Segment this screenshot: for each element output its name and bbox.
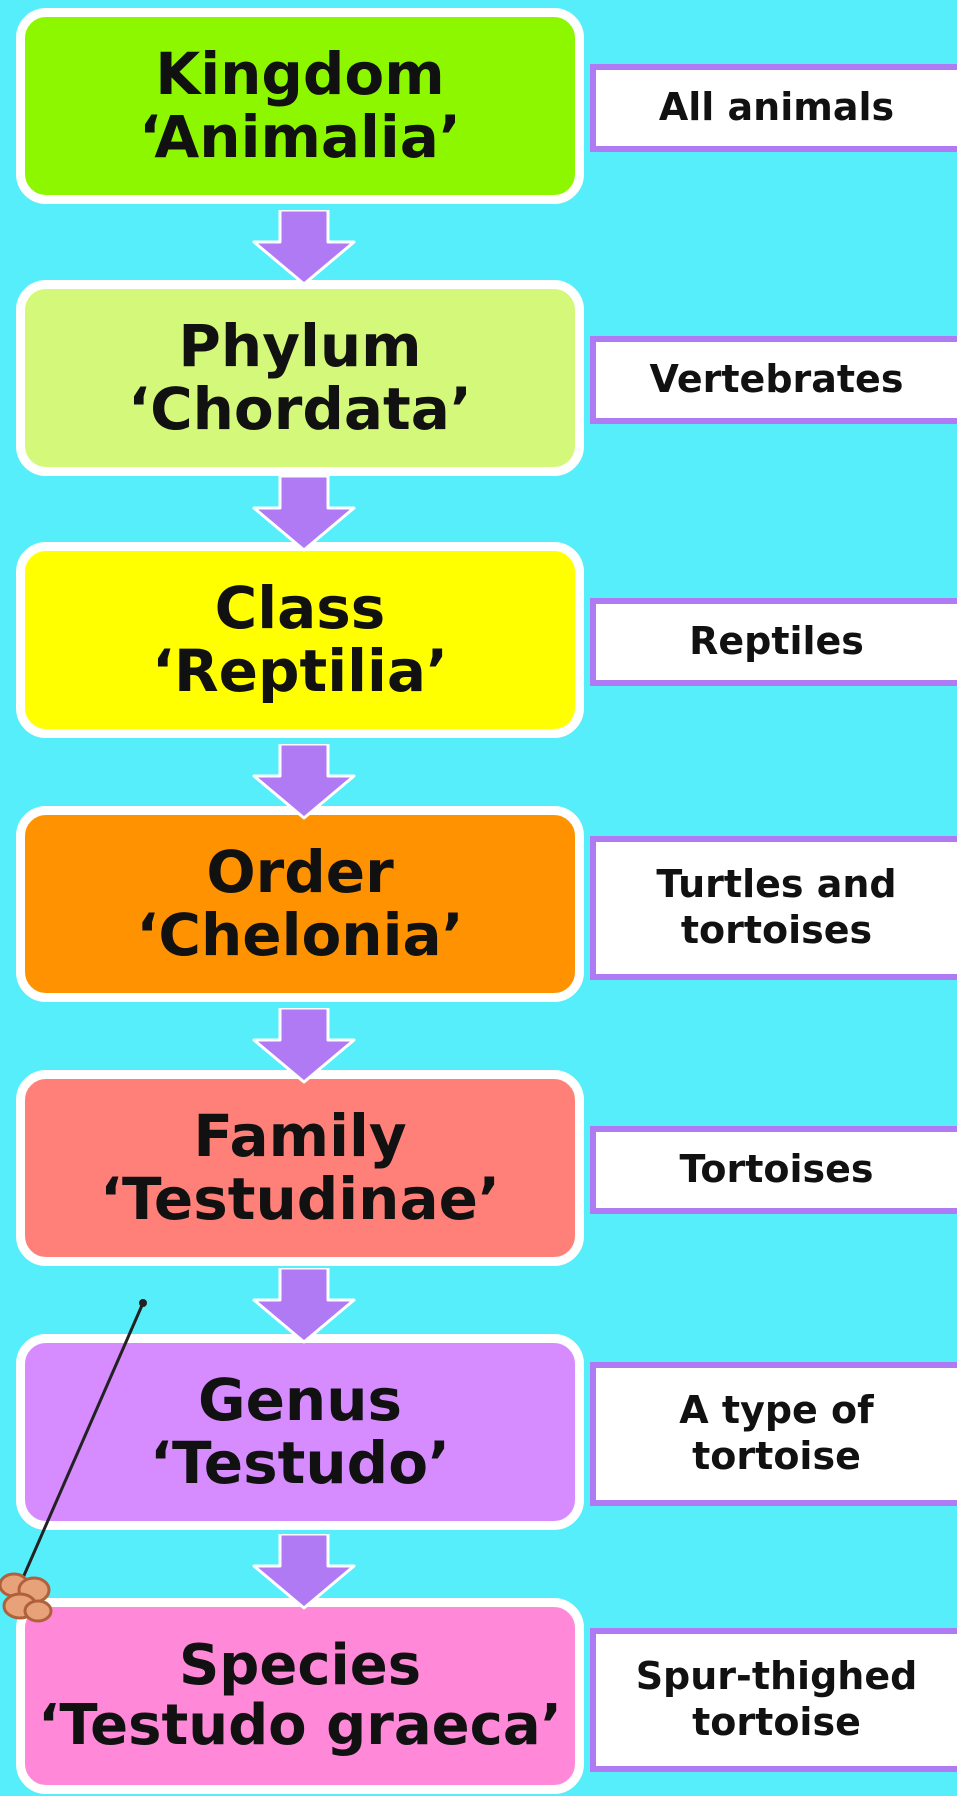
description-box-family: Tortoises [590, 1126, 957, 1214]
description-line: tortoises [681, 908, 872, 954]
down-arrow-icon [252, 1008, 356, 1084]
rank-name: Kingdom [155, 43, 444, 106]
description-line: A type of [679, 1388, 873, 1434]
description-box-phylum: Vertebrates [590, 336, 957, 424]
down-arrow-icon [252, 1268, 356, 1344]
rank-name: Genus [198, 1369, 402, 1432]
rank-name: Order [206, 841, 393, 904]
down-arrow-icon [252, 210, 356, 286]
description-line: Reptiles [689, 619, 864, 665]
rank-name: Species [179, 1636, 421, 1696]
rank-box-family: Family‘Testudinae’ [16, 1070, 584, 1266]
taxon-name: ‘Chelonia’ [136, 904, 463, 967]
description-line: Tortoises [679, 1147, 873, 1193]
description-line: Spur-thighed [636, 1654, 918, 1700]
description-line: Turtles and [656, 862, 896, 908]
rank-name: Family [193, 1105, 406, 1168]
down-arrow-icon [252, 476, 356, 552]
description-line: Vertebrates [650, 357, 904, 403]
description-line: All animals [659, 85, 894, 131]
rank-box-phylum: Phylum‘Chordata’ [16, 280, 584, 476]
rank-box-order: Order‘Chelonia’ [16, 806, 584, 1002]
taxon-name: ‘Testudo graeca’ [38, 1696, 562, 1756]
down-arrow-icon [252, 1534, 356, 1610]
taxon-name: ‘Testudo’ [150, 1432, 450, 1495]
taxon-name: ‘Chordata’ [128, 378, 472, 441]
rank-box-class: Class‘Reptilia’ [16, 542, 584, 738]
description-line: tortoise [692, 1700, 861, 1746]
description-line: tortoise [692, 1434, 861, 1480]
down-arrow-icon [252, 744, 356, 820]
taxon-name: ‘Animalia’ [139, 106, 461, 169]
description-box-class: Reptiles [590, 598, 957, 686]
pointer-stick-hand-icon [0, 1290, 160, 1630]
rank-name: Phylum [178, 315, 421, 378]
taxon-name: ‘Reptilia’ [152, 640, 448, 703]
rank-box-kingdom: Kingdom‘Animalia’ [16, 8, 584, 204]
description-box-kingdom: All animals [590, 64, 957, 152]
taxon-name: ‘Testudinae’ [100, 1168, 500, 1231]
rank-name: Class [215, 577, 386, 640]
